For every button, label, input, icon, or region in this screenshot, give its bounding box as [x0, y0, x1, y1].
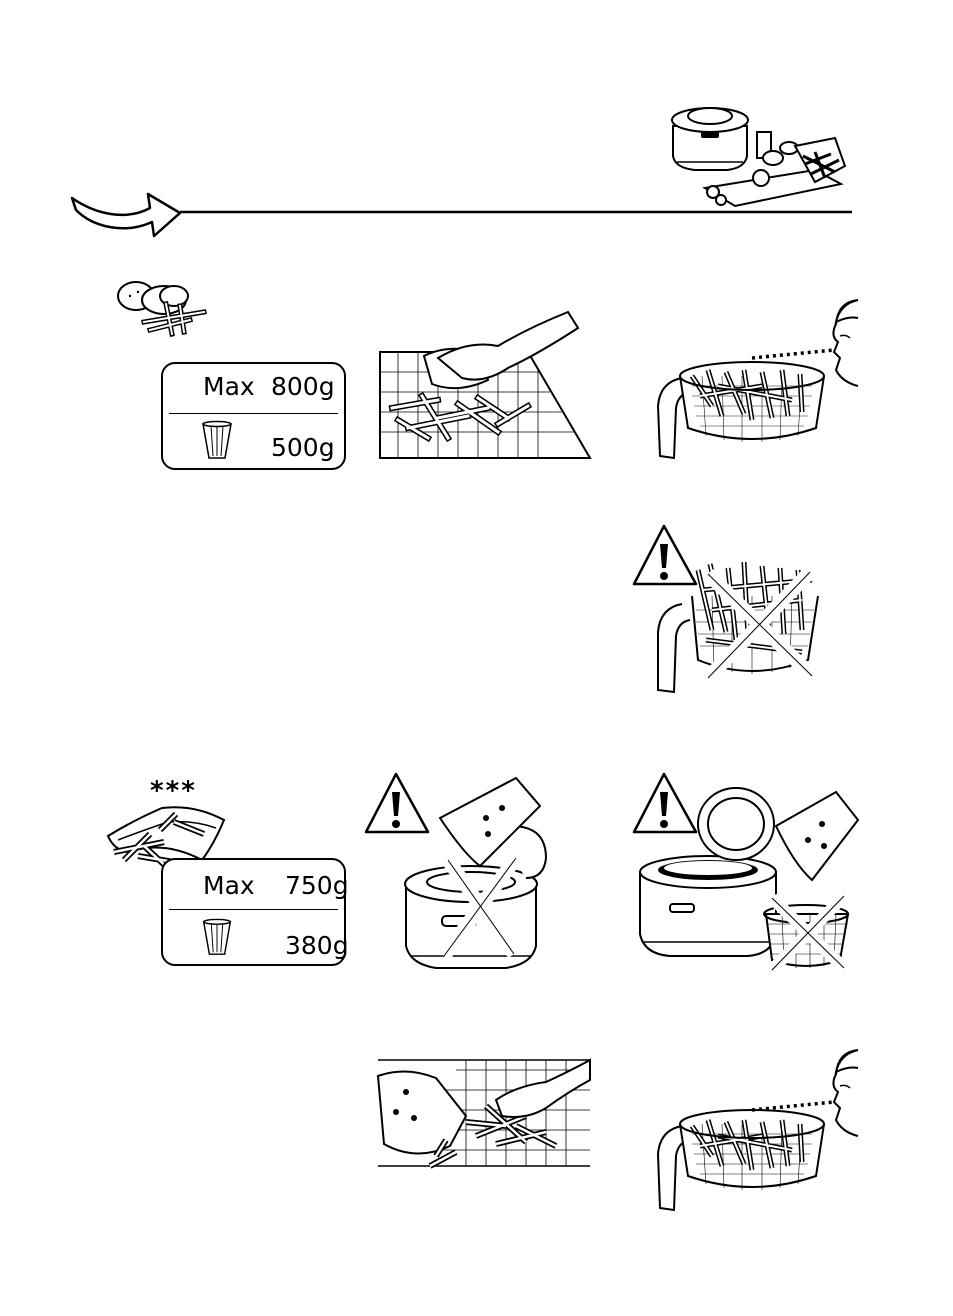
spreading-frozen-fries-illustration	[376, 1056, 592, 1172]
right-arrow-icon	[68, 178, 188, 244]
fryer-with-ingredients-icon	[665, 96, 855, 208]
fresh-quantity-box: Max 800g 500g	[161, 362, 346, 470]
measuring-cup-icon	[199, 420, 235, 462]
max-value: 800g	[271, 373, 335, 401]
max-label: Max	[203, 872, 255, 900]
frozen-quantity-box: Max 750g 380g	[161, 858, 346, 966]
max-value: 750g	[285, 872, 349, 900]
basket-frozen-level-check-illustration	[652, 1044, 862, 1214]
basket-filled-level-check-illustration	[652, 296, 862, 462]
potato-and-fries-icon	[110, 274, 210, 340]
bowl-value: 380g	[285, 932, 349, 960]
box-divider	[169, 909, 338, 910]
max-label: Max	[203, 373, 255, 401]
do-not-pour-into-fryer-illustration	[396, 778, 552, 978]
box-divider	[169, 413, 338, 414]
do-not-pour-over-fryer-illustration	[636, 784, 860, 970]
overfilled-basket-illustration	[652, 560, 828, 694]
drying-fries-with-towel-illustration	[378, 308, 592, 462]
measuring-cup-icon	[199, 918, 235, 958]
bowl-value: 500g	[271, 434, 335, 462]
